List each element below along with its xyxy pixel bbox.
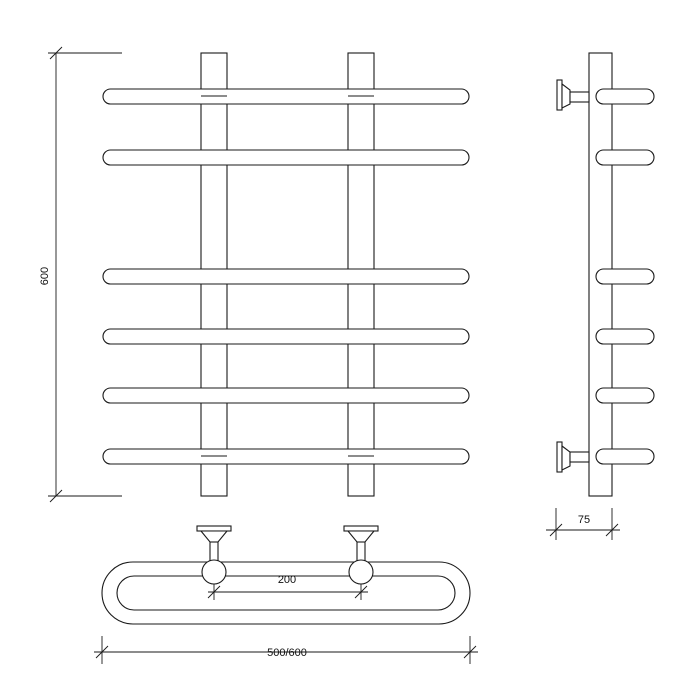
riser-junction-marks (201, 95, 374, 457)
side-rail-6 (595, 448, 655, 465)
top-wall-mount-right (343, 525, 379, 585)
front-rail-4 (102, 328, 470, 345)
top-view: 200 500/600 (94, 525, 478, 664)
side-rail-5 (595, 387, 655, 404)
width-dimension: 500/600 (94, 636, 478, 664)
side-rail-2 (595, 149, 655, 166)
side-rail-ends (595, 88, 655, 465)
depth-label: 75 (578, 514, 590, 526)
height-dimension: 600 (39, 46, 122, 503)
side-wall-mount-bottom (556, 441, 590, 473)
side-wall-mount-top (556, 79, 590, 111)
front-rail-5 (102, 387, 470, 404)
front-rail-2 (102, 149, 470, 166)
width-label: 500/600 (267, 647, 307, 659)
side-rail-1 (595, 88, 655, 105)
top-inner-loop (116, 575, 456, 611)
spacing-label: 200 (278, 574, 296, 586)
front-rail-1 (102, 88, 470, 105)
front-view: 600 (39, 46, 470, 503)
front-rail-3 (102, 268, 470, 285)
side-rail-4 (595, 328, 655, 345)
side-rail-3 (595, 268, 655, 285)
front-rail-6 (102, 448, 470, 465)
side-view: 75 (546, 52, 655, 540)
depth-dimension: 75 (546, 508, 620, 540)
top-wall-mount-left (196, 525, 232, 585)
height-label: 600 (39, 267, 51, 285)
spacing-dimension: 200 (207, 574, 368, 600)
front-rails (102, 88, 470, 465)
